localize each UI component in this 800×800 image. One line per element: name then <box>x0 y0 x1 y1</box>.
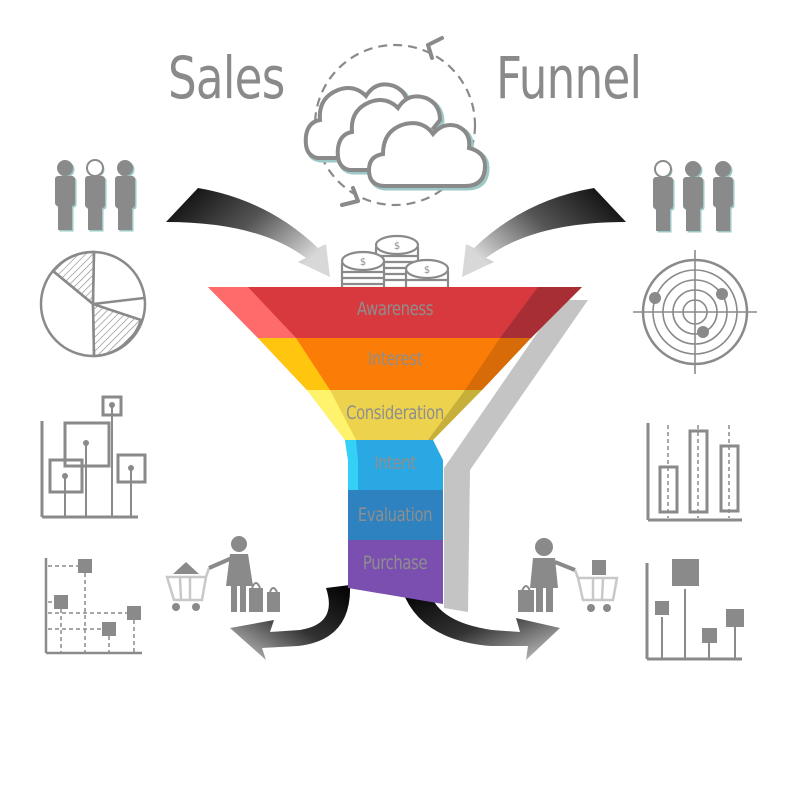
male-shopper-cart-icon <box>518 538 619 612</box>
funnel-shadow <box>444 300 588 612</box>
stage-purchase: Purchase <box>362 552 428 574</box>
square-lollipop-chart-icon <box>645 559 744 661</box>
people-group-icon-right <box>653 160 735 233</box>
scatter-plot-icon <box>44 558 142 655</box>
svg-text:$: $ <box>424 265 430 276</box>
pie-chart-icon <box>39 250 147 358</box>
stage-awareness: Awareness <box>356 298 434 320</box>
coin-stacks-icon: $ $ $ <box>340 234 450 290</box>
stage-evaluation: Evaluation <box>357 504 433 526</box>
arrow-right-out <box>402 590 560 660</box>
stage-interest: Interest <box>368 348 422 370</box>
female-shopper-cart-icon <box>165 536 280 612</box>
arrow-left-in <box>166 188 330 277</box>
title-funnel: Funnel <box>496 44 642 112</box>
stage-intent: Intent <box>374 452 416 474</box>
people-group-icon-left <box>55 159 137 232</box>
svg-text:$: $ <box>394 241 400 252</box>
arrow-left-out <box>230 585 351 660</box>
radar-target-icon <box>633 250 757 374</box>
sales-funnel <box>208 287 582 604</box>
candlestick-chart-icon <box>646 423 742 522</box>
title-sales: Sales <box>168 44 285 112</box>
stage-consideration: Consideration <box>346 402 444 424</box>
svg-text:$: $ <box>360 257 366 268</box>
cloud-cycle-icon <box>303 36 490 207</box>
bubble-chart-icon <box>40 395 147 519</box>
arrow-right-in <box>462 188 626 277</box>
